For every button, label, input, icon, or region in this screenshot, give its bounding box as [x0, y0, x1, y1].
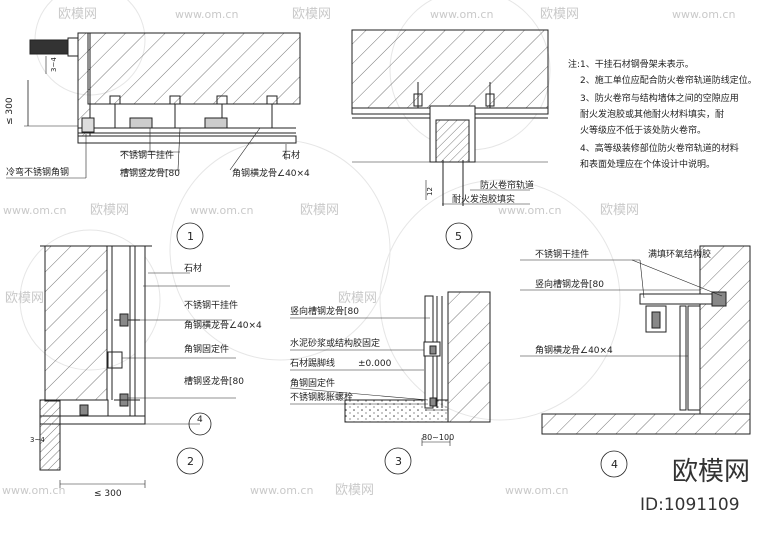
watermark-brand-9: 欧模网	[335, 483, 374, 498]
notes: 注:1、干挂石材钢骨架未表示。 2、施工单位应配合防火卷帘轨道防线定位。 3、防…	[568, 58, 757, 170]
detail-4-floor	[541, 413, 751, 435]
detail-2-number-circle	[176, 447, 204, 475]
brand-logo-text: 欧模网	[672, 457, 750, 487]
watermark-brand-1: 欧模网	[58, 7, 97, 22]
detail-1-number-circle	[176, 222, 204, 250]
detail-4-label-epoxy: 满填环氧结构胶	[648, 248, 711, 260]
detail-1-dim-small: 3~4	[50, 57, 58, 72]
watermark-brand-4: 欧模网	[90, 203, 129, 218]
watermark-brand-2: 欧模网	[292, 7, 331, 22]
note-line-6: 4、高等级装修部位防火卷帘轨道的材料	[580, 142, 739, 154]
detail-5-text: 防火卷帘轨道 耐火发泡胶填实 12 5	[426, 179, 534, 243]
detail-1-label-corner: 冷弯不锈钢角钢	[6, 166, 69, 178]
detail-2-dim-bottom: ≤ 300	[94, 489, 122, 499]
detail-3-label-fixing: 角钢固定件	[290, 377, 335, 389]
detail-5-number: 5	[455, 230, 462, 243]
detail-2-wall	[44, 245, 108, 402]
detail-3-label-mortar: 水泥砂浆或结构胶固定	[290, 337, 380, 349]
detail-3-label-channel: 竖向槽钢龙骨[80	[290, 305, 359, 317]
note-line-3: 3、防火卷帘与结构墙体之间的空隙应用	[580, 92, 739, 104]
watermark-brand-8: 欧模网	[338, 291, 377, 306]
detail-2-ref-circle	[188, 412, 212, 436]
note-line-1: 注:1、干挂石材钢骨架未表示。	[568, 58, 694, 70]
detail-5-label-sealant: 耐火发泡胶填实	[452, 193, 515, 205]
detail-2-label-fixing: 角钢固定件	[184, 343, 229, 355]
watermark-site-5: www.om.cn	[190, 204, 253, 217]
detail-3-text: 竖向槽钢龙骨[80 水泥砂浆或结构胶固定 石材踢脚线 ±0.000 角钢固定件 …	[290, 305, 454, 468]
detail-3-number: 3	[395, 455, 402, 468]
note-line-2: 2、施工单位应配合防火卷帘轨道防线定位。	[580, 74, 757, 86]
detail-1-label-hanger: 不锈钢干挂件	[120, 149, 174, 161]
detail-2-label-hanger: 不锈钢干挂件	[184, 299, 238, 311]
brand-id-text: ID:1091109	[640, 495, 740, 515]
detail-4-label-channel: 竖向槽钢龙骨[80	[535, 278, 604, 290]
detail-3-floor	[344, 399, 449, 423]
detail-2-stone-vertical	[134, 245, 146, 425]
detail-5-number-circle	[445, 222, 473, 250]
watermark-brand-7: 欧模网	[5, 291, 44, 306]
detail-1-label-angle: 角钢横龙骨∠40×4	[232, 167, 310, 179]
watermark-brand-3: 欧模网	[540, 7, 579, 22]
watermark-site-4: www.om.cn	[3, 204, 66, 217]
watermark-brand-6: 欧模网	[600, 203, 639, 218]
watermark-site-8: www.om.cn	[250, 484, 313, 497]
detail-4-number: 4	[611, 458, 618, 471]
note-line-4: 耐火发泡胶或其他耐火材料填实，耐	[580, 108, 724, 120]
watermark-site-3: www.om.cn	[672, 8, 735, 21]
watermark-site-7: www.om.cn	[2, 484, 65, 497]
watermark-site-2: www.om.cn	[430, 8, 493, 21]
detail-2-dim-small: 3~4	[30, 436, 45, 444]
detail-3-dim: 80~100	[422, 433, 454, 442]
detail-5-dim-12: 12	[426, 187, 434, 196]
detail-4	[520, 245, 751, 478]
detail-3-label-bolt: 不锈钢膨胀螺栓	[290, 391, 353, 403]
detail-4-text: 不锈钢干挂件 满填环氧结构胶 竖向槽钢龙骨[80 角钢横龙骨∠40×4 4	[535, 248, 711, 471]
detail-5-label-track: 防火卷帘轨道	[480, 179, 534, 191]
detail-1	[6, 32, 301, 250]
detail-5	[351, 29, 549, 250]
detail-1-stone	[77, 135, 297, 144]
detail-1-number: 1	[187, 230, 194, 243]
detail-2	[39, 245, 236, 488]
watermark-site-1: www.om.cn	[175, 8, 238, 21]
detail-3-wall	[447, 291, 491, 423]
detail-1-label-stone: 石材	[282, 149, 300, 161]
detail-3-label-level: ±0.000	[358, 359, 392, 369]
detail-2-label-angle: 角钢横龙骨∠40×4	[184, 319, 262, 331]
detail-2-ref: 4	[197, 415, 203, 425]
detail-5-slab	[351, 29, 549, 109]
detail-1-label-channel: 槽钢竖龙骨[80	[120, 167, 180, 179]
note-line-5: 火等级应不低于该处防火卷帘。	[580, 124, 706, 136]
watermark-layer: 欧模网 www.om.cn 欧模网 www.om.cn 欧模网 www.om.c…	[2, 0, 735, 498]
detail-2-column	[39, 399, 61, 471]
detail-1-slab	[87, 32, 301, 105]
detail-2-label-stone: 石材	[184, 262, 202, 274]
detail-4-label-angle: 角钢横龙骨∠40×4	[535, 344, 613, 356]
watermark-brand-5: 欧模网	[300, 203, 339, 218]
detail-4-wall	[699, 245, 751, 415]
detail-4-number-circle	[600, 450, 628, 478]
detail-3-label-skirting: 石材踢脚线	[290, 357, 335, 369]
watermark-site-9: www.om.cn	[505, 484, 568, 497]
detail-3	[289, 291, 491, 475]
detail-4-label-hanger: 不锈钢干挂件	[535, 248, 589, 260]
detail-2-label-channel: 槽钢竖龙骨[80	[184, 375, 244, 387]
detail-1-text: ≤ 300 3~4 不锈钢干挂件 石材 槽钢竖龙骨[80 角钢横龙骨∠40×4 …	[5, 57, 310, 243]
detail-3-number-circle	[384, 447, 412, 475]
brand-watermark: 欧模网 ID:1091109	[640, 457, 750, 515]
watermark-site-6: www.om.cn	[498, 204, 561, 217]
detail-1-dim-depth: ≤ 300	[5, 97, 15, 125]
note-line-7: 和表面处理应在个体设计中说明。	[580, 158, 715, 170]
detail-2-text: 石材 不锈钢干挂件 角钢横龙骨∠40×4 角钢固定件 槽钢竖龙骨[80 3~4 …	[30, 262, 262, 499]
detail-2-number: 2	[187, 455, 194, 468]
